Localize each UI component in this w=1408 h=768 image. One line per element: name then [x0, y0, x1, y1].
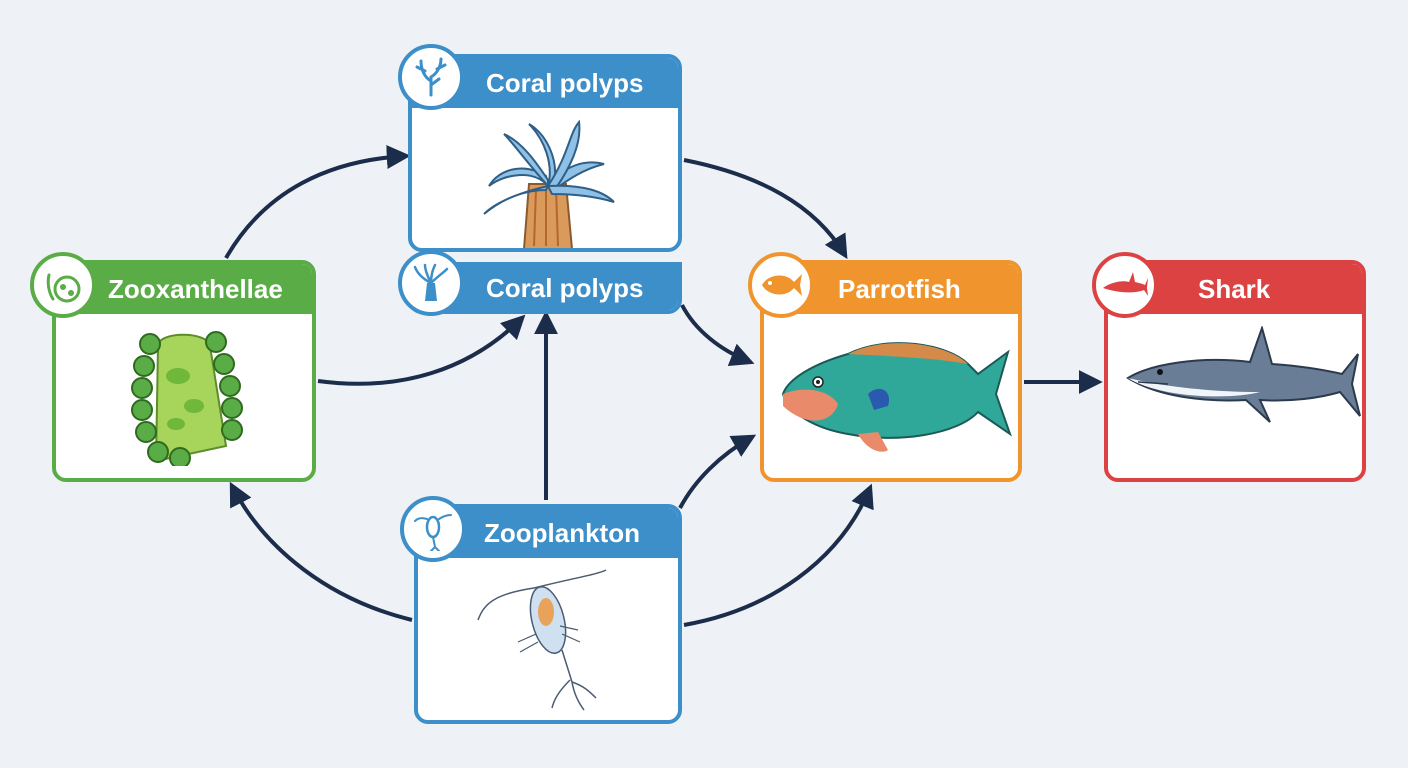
branching-coral-icon: [398, 44, 464, 110]
shark-illustration: [1126, 326, 1361, 423]
node-coral-polyps-bottom-label: Coral polyps: [486, 273, 644, 303]
shark-icon: [1092, 252, 1158, 318]
zooplankton-illustration: [477, 569, 607, 711]
node-parrotfish-label: Parrotfish: [838, 274, 961, 304]
arrow-coral-bottom-to-parrotfish: [680, 304, 755, 367]
node-shark-label: Shark: [1198, 274, 1271, 304]
arrow-coral-top-to-parrotfish: [683, 158, 848, 260]
copepod-icon: [400, 496, 466, 562]
fish-icon: [748, 252, 814, 318]
coral-polyp-illustration: [483, 119, 615, 248]
arrow-zooplankton-to-zooxanthellae: [229, 481, 413, 622]
parrotfish-illustration: [781, 342, 1012, 452]
arrow-zooxanthellae-to-coral-bottom: [317, 314, 526, 386]
arrow-zooxanthellae-to-coral-top: [224, 145, 411, 259]
algae-cells-icon: [30, 252, 96, 318]
arrow-zooplankton-to-parrotfish-upper: [678, 434, 757, 509]
anemone-polyp-icon: [398, 250, 464, 316]
node-zooplankton-label: Zooplankton: [484, 518, 640, 548]
node-zooxanthellae-header: Zooxanthellae: [56, 264, 312, 314]
node-coral-polyps-top-label: Coral polyps: [486, 68, 644, 98]
arrow-zooplankton-to-parrotfish-lower: [683, 483, 874, 627]
zooxanthellae-illustration: [131, 331, 243, 466]
node-zooxanthellae-label: Zooxanthellae: [108, 274, 283, 304]
node-zooxanthellae: Zooxanthellae: [52, 260, 316, 482]
